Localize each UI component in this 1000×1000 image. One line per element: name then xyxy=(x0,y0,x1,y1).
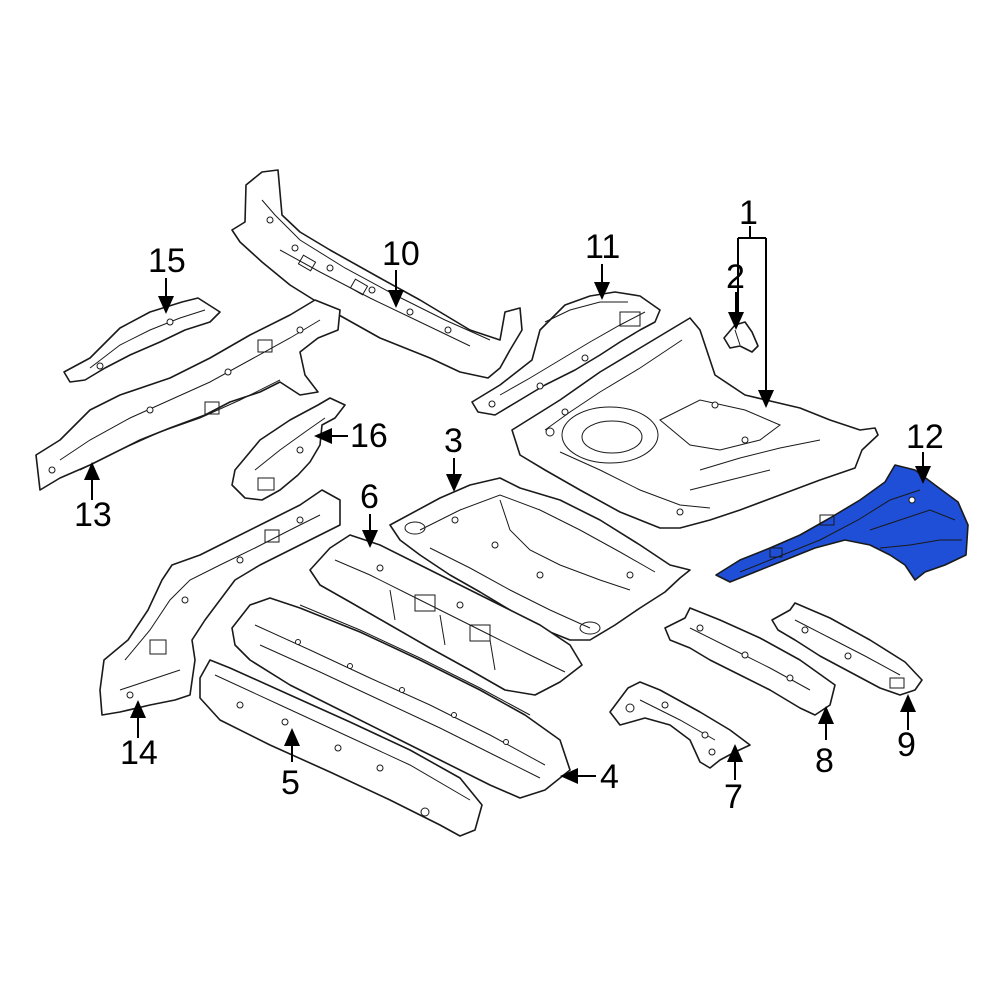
part-4-sill[interactable] xyxy=(231,597,571,799)
callout-9: 9 xyxy=(897,726,916,764)
part-1-rear-floor-pan[interactable] xyxy=(511,317,879,529)
callout-2: 2 xyxy=(726,258,745,296)
part-2-bracket[interactable] xyxy=(723,321,759,353)
callout-1: 1 xyxy=(739,194,758,232)
part-14-side-member[interactable] xyxy=(99,489,341,716)
part-16-bracket[interactable] xyxy=(231,397,346,501)
part-6-cross-member[interactable] xyxy=(309,534,583,696)
callout-16: 16 xyxy=(350,417,388,455)
part-3-floor-pan[interactable] xyxy=(389,477,691,641)
part-15-bracket[interactable] xyxy=(63,297,221,383)
callout-6: 6 xyxy=(360,478,379,516)
callout-12: 12 xyxy=(906,418,944,456)
callout-15: 15 xyxy=(148,242,186,280)
callout-10: 10 xyxy=(382,235,420,273)
callout-8: 8 xyxy=(815,742,834,780)
callout-5: 5 xyxy=(281,764,300,802)
part-12-highlighted-extension[interactable] xyxy=(715,464,969,583)
leader-lines xyxy=(84,226,931,784)
part-9-bracket[interactable] xyxy=(771,602,923,696)
callout-4: 4 xyxy=(600,758,619,796)
part-5-rocker[interactable] xyxy=(199,659,483,837)
part-11-cross-member[interactable] xyxy=(471,291,661,416)
part-13-side-member[interactable] xyxy=(35,299,341,491)
callout-13: 13 xyxy=(74,496,112,534)
part-7-bracket[interactable] xyxy=(609,681,751,769)
callout-7: 7 xyxy=(724,778,743,816)
callout-14: 14 xyxy=(120,734,158,772)
callout-3: 3 xyxy=(444,422,463,460)
callout-labels: 1 2 3 4 5 6 7 8 9 10 11 12 13 14 15 16 xyxy=(74,194,944,816)
callout-11: 11 xyxy=(585,228,620,266)
